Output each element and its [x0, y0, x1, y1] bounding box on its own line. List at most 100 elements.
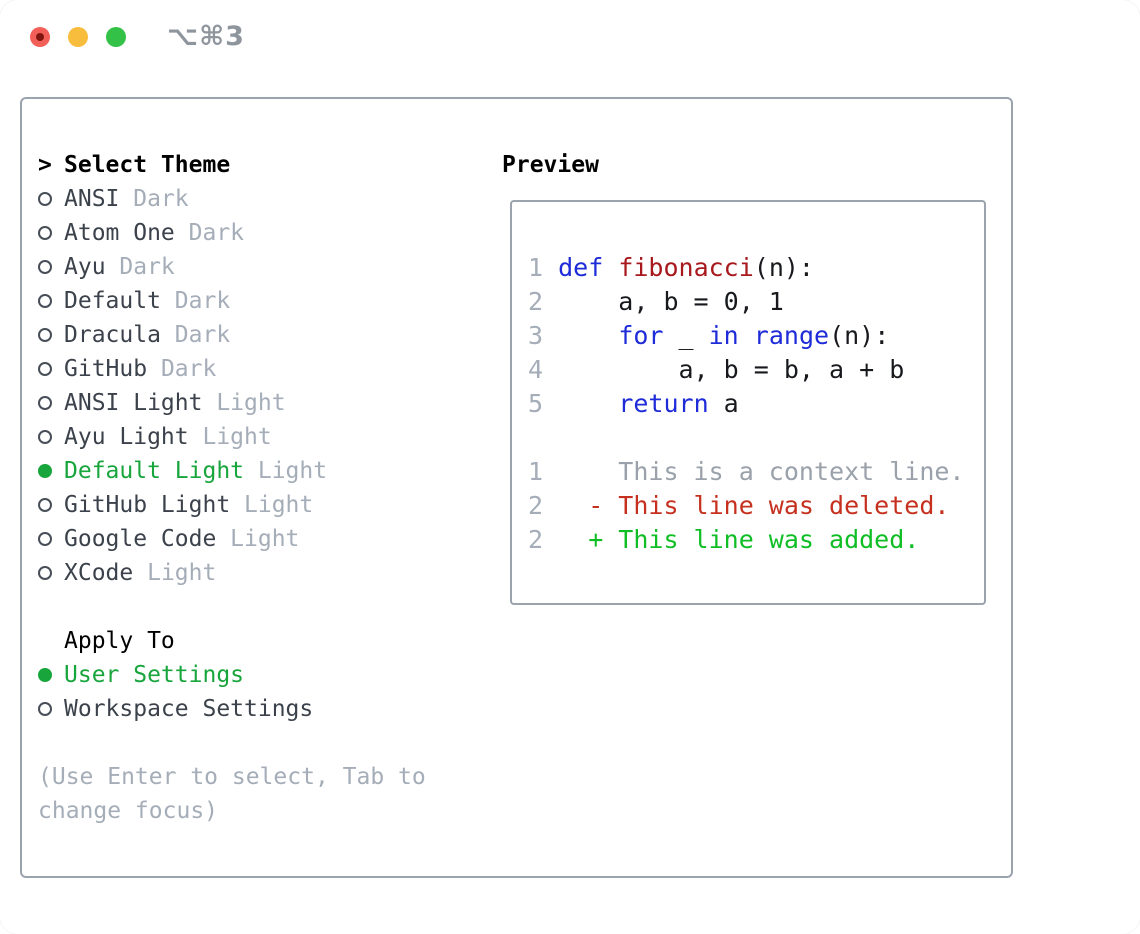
code-segment: in [708, 321, 739, 350]
code-line: 2 a, b = 0, 1 [528, 285, 964, 319]
line-number: 2 [528, 287, 544, 316]
radio-unselected-icon [38, 294, 64, 308]
theme-option-variant: Light [257, 458, 328, 484]
apply-option[interactable]: User Settings [38, 658, 488, 692]
code-segment: fibonacci [618, 253, 754, 282]
code-segment: def [558, 253, 604, 282]
theme-option[interactable]: Ayu Light Light [38, 420, 488, 454]
theme-list-header-row: > Select Theme [38, 148, 488, 182]
line-number: 2 [528, 525, 544, 554]
code-segment: a, b = b, a + b [558, 355, 905, 384]
minimize-button[interactable] [68, 27, 88, 47]
code-segment: + This line was added. [558, 525, 920, 554]
code-line: 5 return a [528, 387, 964, 421]
apply-option-label: Workspace Settings [64, 696, 314, 722]
apply-option[interactable]: Workspace Settings [38, 692, 488, 726]
close-button[interactable] [30, 27, 50, 47]
radio-unselected-icon [38, 566, 64, 580]
theme-option-label: Atom One [64, 220, 175, 246]
line-number: 5 [528, 389, 544, 418]
theme-option[interactable]: ANSI Light Light [38, 386, 488, 420]
hint-line: change focus) [38, 798, 219, 824]
theme-option-label: ANSI [64, 186, 120, 212]
code-segment: return [618, 389, 709, 418]
line-number: 4 [528, 355, 544, 384]
radio-unselected-icon [38, 328, 64, 342]
theme-option-label: ANSI Light [64, 390, 203, 416]
preview-header: Preview [502, 152, 599, 178]
titlebar: ⌥⌘3 [0, 0, 1140, 70]
code-segment [558, 321, 618, 350]
code-segment: (n): [829, 321, 890, 350]
code-segment: range [753, 321, 830, 350]
theme-option-variant: Light [244, 492, 314, 518]
theme-option-variant: Dark [174, 288, 231, 314]
code-segment: a, b = 0, 1 [558, 287, 784, 316]
radio-selected-icon [38, 464, 64, 478]
theme-option-variant: Light [216, 390, 286, 416]
theme-option[interactable]: XCode Light [38, 556, 488, 590]
theme-option-label: Google Code [64, 526, 217, 552]
code-segment: a [708, 389, 739, 418]
code-line: 4 a, b = b, a + b [528, 353, 964, 387]
theme-option[interactable]: ANSI Dark [38, 182, 488, 216]
radio-unselected-icon [38, 532, 64, 546]
radio-unselected-icon [38, 226, 64, 240]
close-dot-icon [36, 33, 44, 41]
code-segment: for [618, 321, 664, 350]
spacer [38, 726, 488, 760]
theme-option-label: GitHub [64, 356, 148, 382]
selection-prompt-icon: > [38, 152, 52, 178]
theme-option-variant: Light [147, 560, 217, 586]
radio-unselected-icon [38, 192, 64, 206]
hint-line: (Use Enter to select, Tab to [38, 764, 426, 790]
theme-option-label: Default [64, 288, 161, 314]
theme-option-label: XCode [64, 560, 134, 586]
window-title: ⌥⌘3 [167, 21, 245, 52]
maximize-button[interactable] [106, 27, 126, 47]
theme-option[interactable]: GitHub Light Light [38, 488, 488, 522]
theme-option[interactable]: Default Dark [38, 284, 488, 318]
spacer [38, 590, 488, 624]
radio-unselected-icon [38, 362, 64, 376]
theme-option-variant: Dark [174, 322, 231, 348]
code-segment [739, 321, 754, 350]
apply-to-header-row: Apply To [38, 624, 488, 658]
hint-text: (Use Enter to select, Tab to change focus… [38, 760, 488, 828]
apply-to-header: Apply To [64, 628, 175, 654]
diff-line: 1 This is a context line. [528, 455, 964, 489]
theme-option-variant: Dark [188, 220, 245, 246]
theme-option-label: Default Light [64, 458, 245, 484]
diff-line: 2 - This line was deleted. [528, 489, 964, 523]
theme-option-label: Dracula [64, 322, 161, 348]
theme-option[interactable]: Atom One Dark [38, 216, 488, 250]
radio-unselected-icon [38, 702, 64, 716]
theme-option-label: GitHub Light [64, 492, 231, 518]
line-number: 3 [528, 321, 544, 350]
theme-option[interactable]: Dracula Dark [38, 318, 488, 352]
theme-option[interactable]: Default Light Light [38, 454, 488, 488]
apply-option-label: User Settings [64, 662, 245, 688]
theme-option-label: Ayu [64, 254, 106, 280]
theme-option[interactable]: GitHub Dark [38, 352, 488, 386]
line-number: 2 [528, 491, 544, 520]
code-line: 3 for _ in range(n): [528, 319, 964, 353]
theme-option-variant: Light [202, 424, 272, 450]
theme-option-label: Ayu Light [64, 424, 189, 450]
radio-unselected-icon [38, 260, 64, 274]
code-segment: - This line was deleted. [558, 491, 950, 520]
code-segment: _ [663, 321, 709, 350]
theme-option-variant: Dark [133, 186, 189, 212]
theme-option-variant: Dark [160, 356, 217, 382]
line-number: 1 [528, 457, 544, 486]
radio-unselected-icon [38, 396, 64, 410]
radio-selected-icon [38, 668, 64, 682]
